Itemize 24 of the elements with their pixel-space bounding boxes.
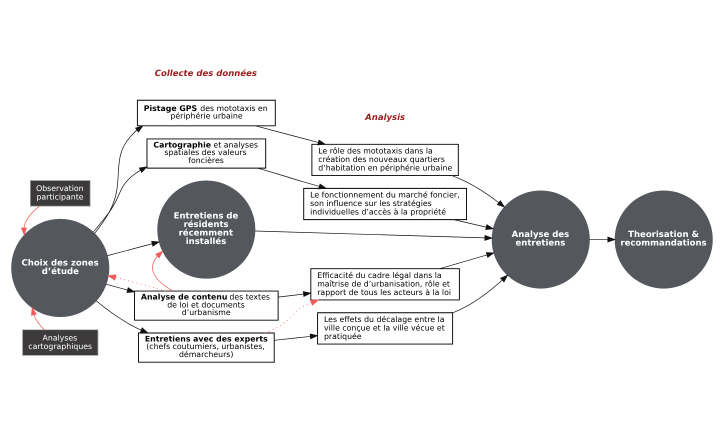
arrow bbox=[274, 332, 318, 340]
arrow bbox=[257, 167, 328, 189]
arrow bbox=[254, 230, 494, 240]
arrow bbox=[106, 283, 136, 292]
label: Collecte des données bbox=[154, 68, 257, 79]
arrow bbox=[453, 218, 494, 230]
arrow bbox=[264, 298, 320, 333]
arrow bbox=[93, 166, 148, 232]
arrow bbox=[96, 300, 149, 333]
arrow bbox=[451, 174, 506, 208]
arrow bbox=[439, 252, 495, 269]
arrow bbox=[589, 236, 616, 242]
arrow bbox=[94, 124, 144, 234]
arrow bbox=[278, 290, 312, 297]
arrow bbox=[20, 205, 40, 236]
arrow bbox=[152, 250, 174, 291]
arrow bbox=[107, 240, 160, 256]
label: Analysis bbox=[365, 112, 406, 123]
node-circle: Analyse des entretiens bbox=[492, 190, 590, 288]
arrow bbox=[452, 274, 508, 313]
node-circle: Theorisation & recommandations bbox=[614, 190, 713, 288]
arrow bbox=[31, 306, 45, 330]
arrow bbox=[106, 274, 167, 292]
node-circle: Entretiens de résidents récemment installés bbox=[157, 180, 256, 278]
